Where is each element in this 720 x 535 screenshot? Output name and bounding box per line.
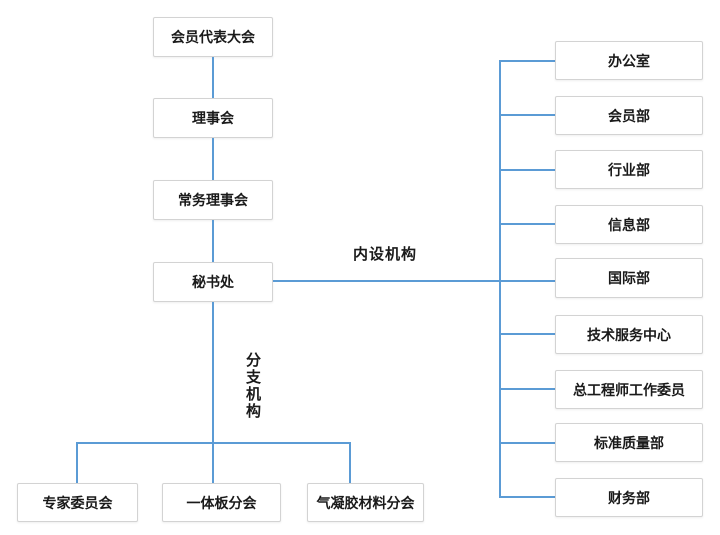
connector-internal-spine [499,60,501,498]
group-label-branch: 分支机构 [244,352,262,420]
node-council: 理事会 [153,98,273,138]
stub-information-dept [500,223,555,225]
node-aerogel-materials-branch: 气凝胶材料分会 [307,483,424,522]
connector-secretariat-internal [273,280,555,282]
drop-expert-committee [76,442,78,483]
stub-office [500,60,555,62]
node-industry-dept: 行业部 [555,150,703,189]
group-label-internal: 内设机构 [353,245,418,263]
node-member-congress: 会员代表大会 [153,17,273,57]
stub-tech-service-center [500,333,555,335]
stub-membership-dept [500,114,555,116]
node-chief-engineer-committee: 总工程师工作委员 [555,370,703,409]
stub-finance-dept [500,496,555,498]
node-standards-quality-dept: 标准质量部 [555,423,703,462]
drop-aerogel-branch [349,442,351,483]
node-tech-service-center: 技术服务中心 [555,315,703,354]
connector-standing-secretariat [212,220,214,262]
node-standing-council: 常务理事会 [153,180,273,220]
node-integrated-panel-branch: 一体板分会 [162,483,281,522]
stub-industry-dept [500,169,555,171]
node-membership-dept: 会员部 [555,96,703,135]
node-office: 办公室 [555,41,703,80]
node-international-dept: 国际部 [555,258,703,298]
connector-council-standing [212,138,214,180]
connector-secretariat-branches [212,302,214,483]
node-secretariat: 秘书处 [153,262,273,302]
connector-branch-rail [77,442,351,444]
stub-chief-engineer-committee [500,388,555,390]
connector-congress-council [212,57,214,98]
node-information-dept: 信息部 [555,205,703,244]
node-expert-committee: 专家委员会 [17,483,138,522]
node-finance-dept: 财务部 [555,478,703,517]
stub-standards-quality-dept [500,442,555,444]
